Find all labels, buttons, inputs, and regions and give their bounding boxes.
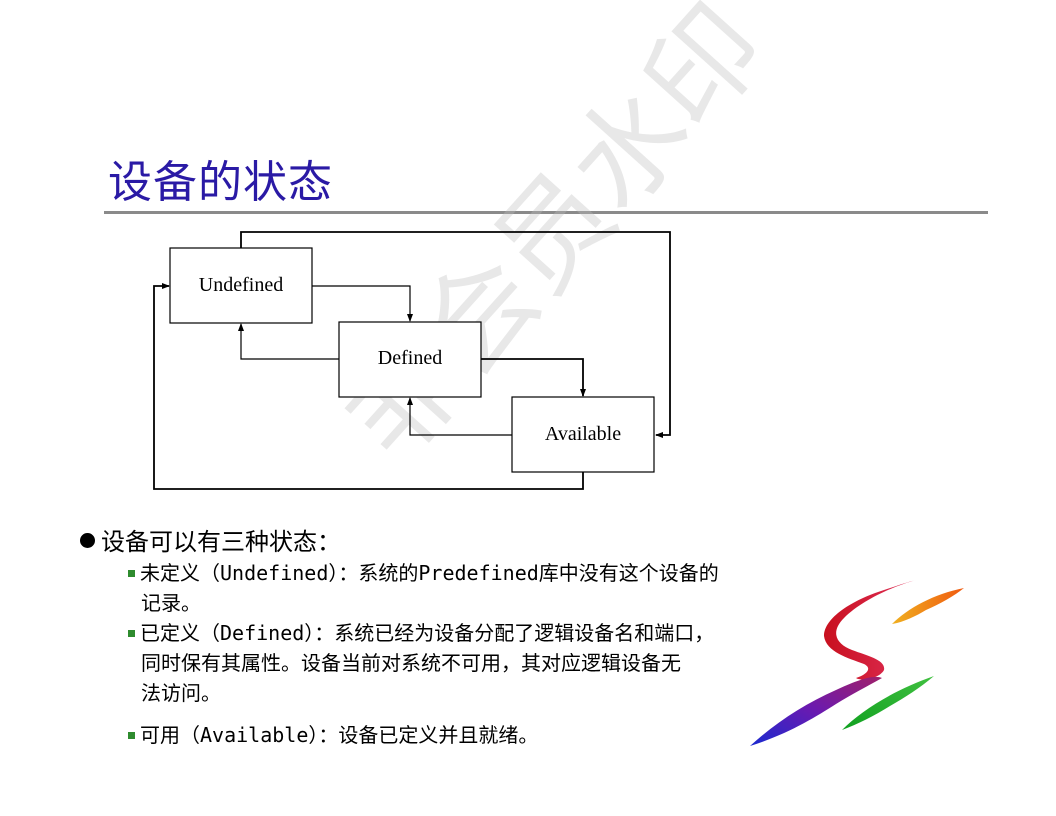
brush-s-logo [750,580,964,746]
arrow-available-to-defined [407,397,512,436]
arrow-undefined-to-available [240,231,671,438]
state-label-available: Available [545,423,621,445]
state-box-undefined [169,247,313,324]
slide-title: 设备的状态 [108,157,333,208]
sub-bullet-line: 法访问。 [141,681,221,705]
sub-bullet-line: 可用（Available）：设备已定义并且就绪。 [140,723,539,747]
state-label-defined: Defined [378,347,442,369]
sub-bullet-line: 已定义（Defined）：系统已经为设备分配了逻辑设备名和端口， [140,621,715,645]
state-label-undefined: Undefined [199,274,283,296]
main-bullet: 设备可以有三种状态： [80,522,341,557]
sub-bullet-undefined: 未定义（Undefined）：系统的Predefined库中没有这个设备的 记录… [128,558,848,618]
sub-bullet-line: 同时保有其属性。设备当前对系统不可用，其对应逻辑设备无 [141,651,681,675]
arrow-defined-to-undefined [238,323,339,360]
square-bullet-icon [128,570,135,577]
main-bullet-text: 设备可以有三种状态： [101,528,341,556]
bullet-dot-icon [80,533,95,548]
square-bullet-icon [128,732,135,739]
title-divider [104,211,988,214]
sub-bullet-available: 可用（Available）：设备已定义并且就绪。 [128,720,848,750]
arrow-undefined-to-defined [312,285,413,322]
sub-bullet-line: 记录。 [141,591,201,615]
state-box-available [511,396,655,473]
arrow-available-to-undefined [153,283,584,490]
square-bullet-icon [128,630,135,637]
arrow-defined-to-available [481,358,586,397]
sub-bullet-defined: 已定义（Defined）：系统已经为设备分配了逻辑设备名和端口， 同时保有其属性… [128,618,848,708]
sub-bullet-line: 未定义（Undefined）：系统的Predefined库中没有这个设备的 [140,561,719,585]
